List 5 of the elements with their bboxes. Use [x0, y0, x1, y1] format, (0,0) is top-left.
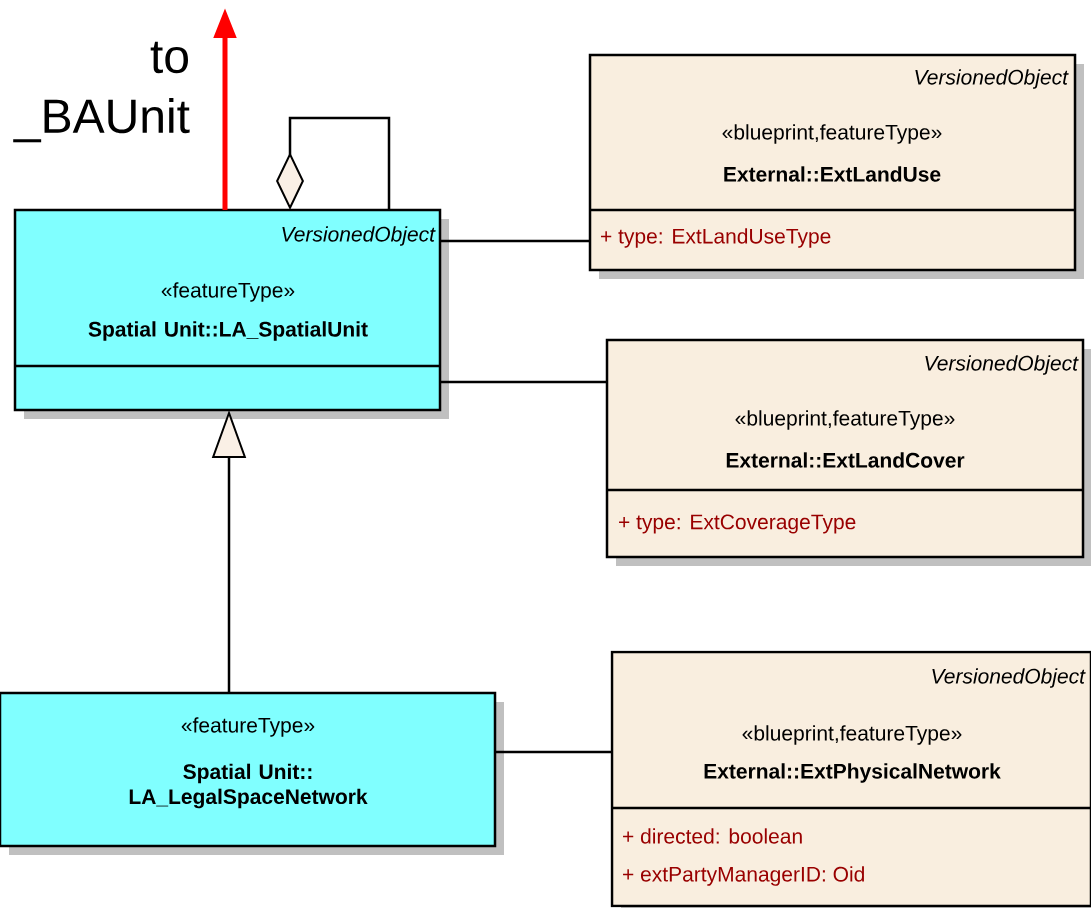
connector-line [440, 239, 590, 243]
connector-line [495, 750, 612, 754]
edge-label: to _BAUnit [2, 41, 190, 143]
connector-arrow [276, 116, 391, 210]
connector-line [440, 380, 607, 384]
